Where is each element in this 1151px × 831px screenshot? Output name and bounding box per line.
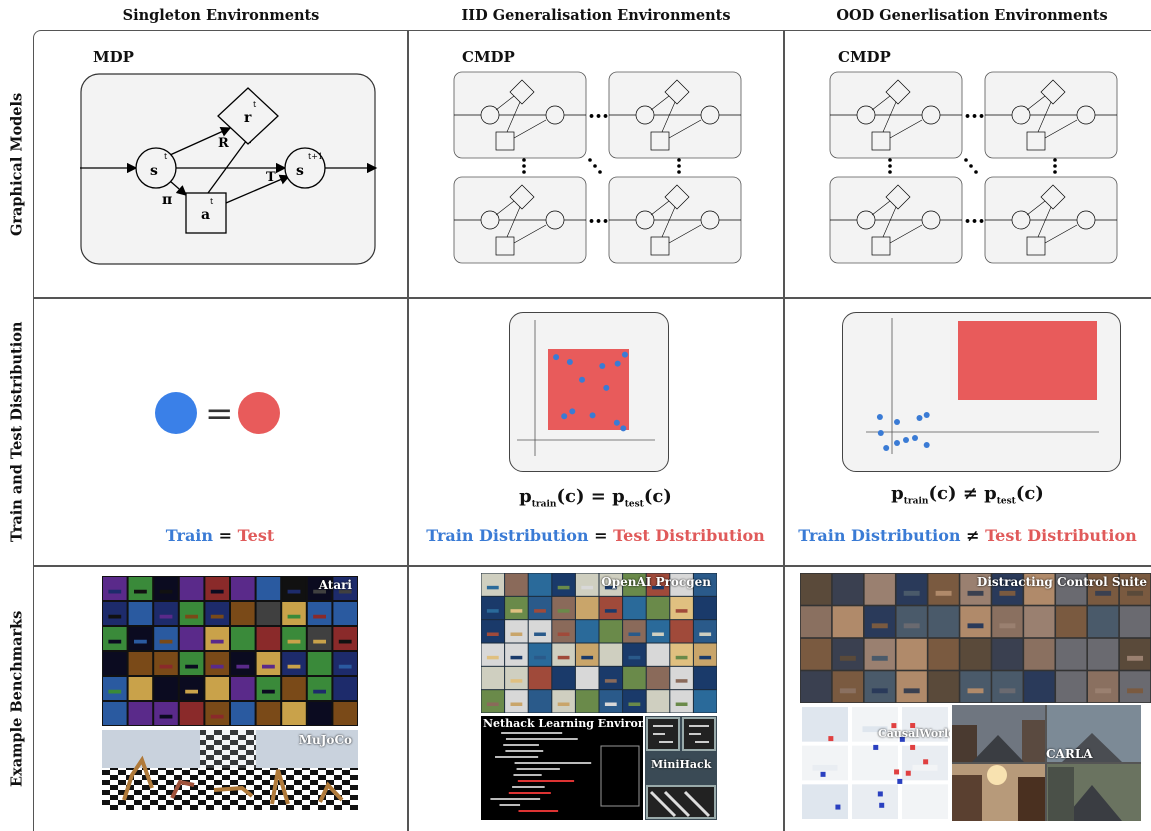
test-circle bbox=[238, 392, 280, 434]
mdp-diagram: s t s t+1 r t a t R T π bbox=[80, 73, 378, 265]
procgen-mosaic: OpenAI Procgen bbox=[481, 573, 717, 713]
iid-train-point bbox=[614, 360, 621, 367]
iid-train-point bbox=[599, 363, 606, 370]
svg-text:t: t bbox=[164, 152, 168, 161]
cmdp-diagram-iid: ••• ••• bbox=[453, 71, 742, 264]
dcs-mosaic: Distracting Control Suite bbox=[800, 573, 1151, 703]
column-header-singleton: Singleton Environments bbox=[122, 7, 320, 24]
iid-train-point bbox=[553, 354, 560, 361]
column-header-ood: OOD Generlisation Environments bbox=[836, 7, 1108, 24]
mdp-label: MDP bbox=[93, 48, 134, 66]
grid-divider-1 bbox=[407, 30, 409, 831]
ood-train-point bbox=[876, 414, 883, 420]
iid-train-point bbox=[589, 412, 596, 419]
ood-train-point bbox=[916, 415, 923, 421]
svg-text:t: t bbox=[253, 100, 257, 109]
edge-label-pi: π bbox=[162, 192, 172, 208]
cmdp-diagram-ood: ••• ••• bbox=[829, 71, 1118, 264]
node-next-state: s bbox=[296, 163, 304, 179]
nethack-screen: Nethack Learning Environment bbox=[481, 716, 643, 820]
ood-train-point bbox=[903, 437, 909, 443]
causalworld-mosaic: CausalWorld bbox=[800, 705, 950, 821]
ood-train-point bbox=[923, 412, 930, 418]
cmdp-label-iid: CMDP bbox=[462, 48, 515, 66]
iid-train-point bbox=[569, 408, 576, 415]
iid-train-point bbox=[561, 413, 568, 420]
iid-scatter-plot bbox=[517, 320, 655, 456]
ood-scatter-plot bbox=[866, 318, 1099, 454]
grid-divider-2 bbox=[783, 30, 785, 831]
singleton-caption: Train = Test bbox=[165, 526, 275, 545]
atari-label: Atari bbox=[318, 578, 352, 592]
causalworld-label: CausalWorld bbox=[878, 727, 950, 740]
svg-text:t+1: t+1 bbox=[308, 152, 323, 161]
svg-text:t: t bbox=[210, 197, 214, 206]
minihack-mosaic: MiniHack bbox=[645, 716, 717, 820]
procgen-label: OpenAI Procgen bbox=[601, 575, 711, 589]
node-state: s bbox=[150, 163, 158, 179]
ood-formula: ptrain(c) ≠ ptest(c) bbox=[891, 483, 1044, 507]
iid-train-point bbox=[579, 376, 586, 383]
train-circle bbox=[155, 392, 197, 434]
ood-train-point bbox=[912, 435, 918, 441]
grid-frame bbox=[33, 30, 1151, 831]
atari-mosaic: Atari bbox=[102, 576, 358, 726]
carla-label: CARLA bbox=[1046, 747, 1093, 761]
row-header-distribution: Train and Test Distribution bbox=[8, 321, 26, 543]
iid-formula: ptrain(c) = ptest(c) bbox=[519, 486, 672, 510]
iid-train-point bbox=[620, 425, 627, 432]
mujoco-label: MuJoCo bbox=[298, 733, 352, 747]
cmdp-label-ood: CMDP bbox=[838, 48, 891, 66]
ood-train-point bbox=[883, 445, 890, 451]
dcs-label: Distracting Control Suite bbox=[976, 575, 1147, 589]
grid-divider-row-2 bbox=[33, 565, 1151, 567]
ood-train-point bbox=[894, 440, 900, 446]
row-header-benchmarks: Example Benchmarks bbox=[8, 610, 26, 787]
grid-divider-row-1 bbox=[33, 297, 1151, 299]
svg-text:•••: ••• bbox=[964, 110, 985, 123]
svg-text:•••: ••• bbox=[588, 215, 609, 228]
node-action: a bbox=[201, 207, 210, 223]
row-header-graphical: Graphical Models bbox=[8, 92, 26, 236]
edge-label-T: T bbox=[266, 170, 276, 185]
column-header-iid: IID Generalisation Environments bbox=[461, 7, 731, 24]
svg-text:•••: ••• bbox=[964, 215, 985, 228]
ood-train-point bbox=[923, 442, 930, 448]
iid-train-point bbox=[613, 419, 620, 426]
minihack-label: MiniHack bbox=[651, 758, 712, 771]
edge-label-R: R bbox=[218, 136, 229, 151]
ood-train-point bbox=[894, 419, 900, 425]
svg-text:•••: ••• bbox=[588, 110, 609, 123]
ood-caption: Train Distribution ≠ Test Distribution bbox=[798, 526, 1137, 545]
nethack-label: Nethack Learning Environment bbox=[483, 717, 643, 730]
iid-train-point bbox=[621, 351, 628, 358]
node-reward: r bbox=[244, 110, 252, 126]
mujoco-strip: MuJoCo bbox=[102, 730, 358, 810]
iid-train-point bbox=[603, 384, 610, 391]
iid-caption: Train Distribution = Test Distribution bbox=[426, 526, 765, 545]
equals-sign: = bbox=[205, 394, 234, 434]
carla-mosaic: CARLA bbox=[952, 705, 1141, 821]
iid-train-point bbox=[566, 358, 573, 365]
ood-train-point bbox=[877, 430, 884, 436]
